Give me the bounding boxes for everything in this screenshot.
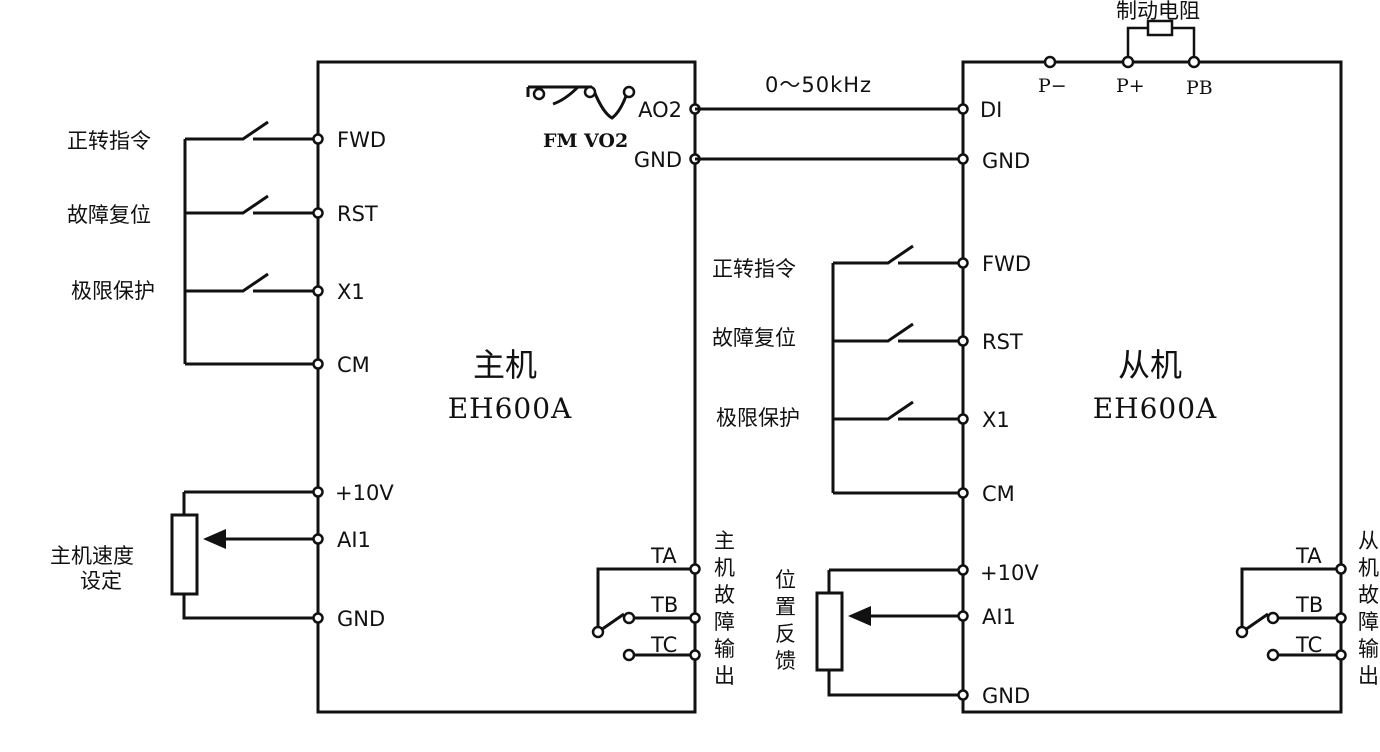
- master-switch-x1: 极限保护: [71, 272, 313, 303]
- svg-text:GND: GND: [982, 149, 1030, 173]
- svg-text:FWD: FWD: [982, 252, 1031, 276]
- master-name: 主机: [473, 346, 537, 384]
- slave-input-common-wire: [831, 263, 958, 495]
- jumper-fm-vo2: FM VO2: [526, 85, 636, 152]
- slave-terminal-pb: PB: [1186, 77, 1213, 99]
- master-box: [316, 60, 697, 714]
- slave-terminal-tb: TB: [1295, 593, 1323, 617]
- master-fault-relay: TA TB TC: [591, 544, 701, 662]
- svg-text:AO2: AO2: [638, 98, 682, 122]
- slave-switch-fwd: 正转指令: [712, 244, 958, 281]
- slave-terminal-p-plus: P+: [1116, 75, 1145, 97]
- master-terminal-x1: X1: [312, 280, 365, 304]
- svg-text:正转指令: 正转指令: [67, 129, 151, 153]
- master-terminal-rst: RST: [312, 202, 378, 226]
- master-speed-label-1: 主机速度: [50, 544, 134, 568]
- svg-text:X1: X1: [982, 408, 1010, 432]
- svg-text:从: 从: [1358, 529, 1379, 553]
- master-terminal-fwd: FWD: [312, 128, 386, 152]
- slave-terminal-x1: X1: [957, 408, 1010, 432]
- master-terminal-10v: +10V: [312, 481, 394, 505]
- svg-text:障: 障: [1358, 610, 1379, 634]
- svg-text:FWD: FWD: [337, 128, 386, 152]
- svg-text:输: 输: [1358, 637, 1379, 661]
- svg-text:输: 输: [714, 637, 735, 661]
- slave-name: 从机: [1118, 346, 1182, 384]
- svg-text:置: 置: [775, 595, 796, 619]
- svg-text:GND: GND: [634, 148, 682, 172]
- svg-text:机: 机: [714, 556, 735, 580]
- svg-text:机: 机: [1358, 556, 1379, 580]
- slave-fault-output-label: 从 机 故 障 输 出: [1358, 529, 1379, 688]
- slave-terminal-gnd-bottom: GND: [957, 684, 1030, 708]
- master-model: EH600A: [448, 392, 573, 425]
- svg-text:极限保护: 极限保护: [716, 406, 800, 430]
- slave-box: [961, 60, 1343, 714]
- svg-text:位: 位: [775, 568, 796, 592]
- svg-text:AI1: AI1: [337, 528, 371, 552]
- svg-text:障: 障: [714, 610, 735, 634]
- master-switch-fwd: 正转指令: [67, 120, 313, 153]
- master-switch-rst: 故障复位: [67, 194, 313, 227]
- master-terminal-ai1: AI1: [312, 528, 371, 552]
- svg-text:馈: 馈: [775, 649, 796, 673]
- svg-text:反: 反: [775, 622, 796, 646]
- svg-text:RST: RST: [337, 202, 378, 226]
- svg-text:极限保护: 极限保护: [71, 279, 155, 303]
- svg-text:故: 故: [1358, 583, 1379, 607]
- svg-text:故障复位: 故障复位: [712, 326, 796, 350]
- svg-text:CM: CM: [337, 353, 370, 377]
- slave-terminal-ta: TA: [1295, 544, 1322, 568]
- svg-text:GND: GND: [337, 607, 385, 631]
- slave-switch-x1: 极限保护: [716, 400, 958, 430]
- link-frequency-label: 0～50kHz: [765, 73, 872, 97]
- svg-text:X1: X1: [337, 280, 365, 304]
- slave-potentiometer: [815, 568, 958, 697]
- slave-terminal-ai1: AI1: [957, 605, 1016, 629]
- svg-text:VO2: VO2: [583, 130, 628, 152]
- master-fault-output-label: 主 机 故 障 输 出: [714, 529, 735, 688]
- slave-terminal-gnd-top: GND: [957, 149, 1030, 173]
- svg-text:AI1: AI1: [982, 605, 1016, 629]
- svg-text:出: 出: [1358, 664, 1379, 688]
- slave-terminal-10v: +10V: [957, 561, 1039, 585]
- master-terminal-tb: TB: [650, 593, 678, 617]
- slave-terminal-p-minus: P−: [1038, 75, 1067, 97]
- slave-feedback-label: 位 置 反 馈: [775, 568, 796, 673]
- svg-text:+10V: +10V: [335, 481, 394, 505]
- svg-text:出: 出: [714, 664, 735, 688]
- slave-switch-rst: 故障复位: [712, 322, 958, 350]
- master-potentiometer: [170, 490, 313, 620]
- master-terminal-ao2: AO2: [638, 98, 701, 122]
- svg-text:故障复位: 故障复位: [67, 203, 151, 227]
- slave-terminal-fwd: FWD: [957, 252, 1031, 276]
- master-terminal-gnd-top: GND: [634, 148, 701, 172]
- master-terminal-gnd-bottom: GND: [312, 607, 385, 631]
- svg-text:主: 主: [714, 529, 735, 553]
- slave-brake-resistor: P− P+ PB 制动电阻: [1038, 0, 1213, 99]
- slave-fault-relay: TA TB TC: [1235, 544, 1347, 662]
- svg-text:+10V: +10V: [980, 561, 1039, 585]
- slave-terminal-di: DI: [957, 98, 1002, 122]
- slave-terminal-rst: RST: [957, 330, 1023, 354]
- svg-text:正转指令: 正转指令: [712, 257, 796, 281]
- slave-terminal-tc: TC: [1295, 633, 1322, 657]
- master-terminal-ta: TA: [650, 544, 677, 568]
- svg-text:故: 故: [714, 583, 735, 607]
- master-terminal-cm: CM: [312, 353, 370, 377]
- master-terminal-tc: TC: [650, 633, 677, 657]
- master-input-common-wire: [183, 139, 313, 366]
- slave-model: EH600A: [1093, 392, 1218, 425]
- slave-terminal-cm: CM: [957, 482, 1015, 506]
- svg-text:GND: GND: [982, 684, 1030, 708]
- svg-text:CM: CM: [982, 482, 1015, 506]
- svg-text:RST: RST: [982, 330, 1023, 354]
- master-speed-label-2: 设定: [80, 569, 122, 593]
- brake-resistor-label: 制动电阻: [1116, 0, 1200, 23]
- svg-text:DI: DI: [980, 98, 1002, 122]
- svg-text:FM: FM: [543, 130, 578, 152]
